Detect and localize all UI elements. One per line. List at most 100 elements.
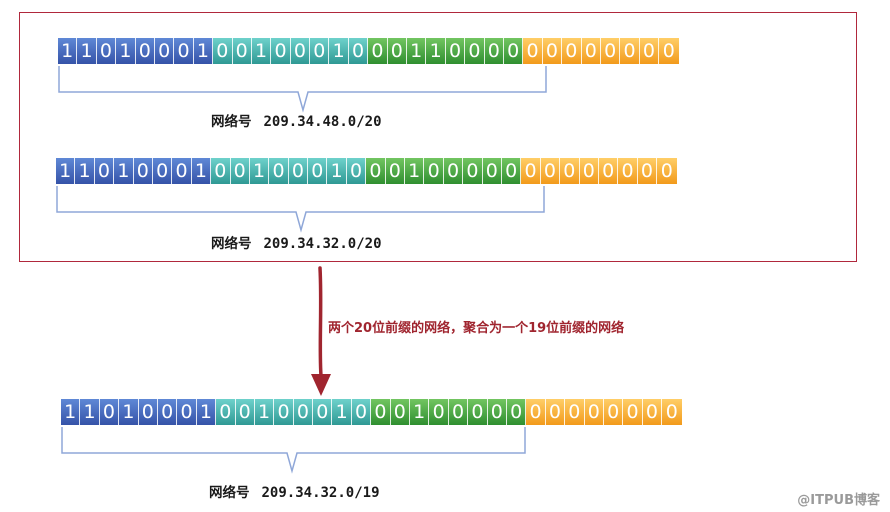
bit-cell: 0 <box>600 38 621 64</box>
bit-cell: 1 <box>254 399 275 425</box>
bit-cell: 0 <box>133 158 153 184</box>
bit-cell: 1 <box>58 38 78 64</box>
bit-cell: 0 <box>484 38 504 64</box>
bit-cell: 1 <box>114 158 134 184</box>
bit-cell: 0 <box>463 158 483 184</box>
bit-cell: 1 <box>196 399 217 425</box>
bit-cell: 0 <box>274 399 294 425</box>
network-number-text-aggregated: 网络号 <box>209 485 250 501</box>
bit-cell: 1 <box>410 399 430 425</box>
bit-cell: 1 <box>332 399 352 425</box>
network-number-text-1: 网络号 <box>211 114 252 130</box>
bit-cell: 0 <box>269 158 289 184</box>
bit-cell: 0 <box>216 399 236 425</box>
bit-cell: 1 <box>56 158 76 184</box>
bit-cell: 1 <box>407 38 427 64</box>
bit-cell: 0 <box>213 38 233 64</box>
bit-cell: 1 <box>116 38 136 64</box>
bit-cell: 0 <box>288 158 309 184</box>
network-address-2: 209.34.32.0/20 <box>263 236 382 252</box>
network-number-text-2: 网络号 <box>211 236 252 252</box>
bit-cell: 0 <box>526 399 546 425</box>
bit-cell: 1 <box>327 158 347 184</box>
prefix-brace-aggregated <box>61 427 526 474</box>
bit-cell: 0 <box>138 399 158 425</box>
bit-cell: 0 <box>172 158 192 184</box>
bit-cell: 0 <box>503 38 524 64</box>
bit-cell: 0 <box>659 38 679 64</box>
network-label-2: 网络号 209.34.32.0/20 <box>211 232 382 252</box>
bit-cell: 0 <box>445 38 466 64</box>
bit-cell: 0 <box>581 38 601 64</box>
bit-cell: 0 <box>157 399 178 425</box>
bit-cell: 0 <box>310 38 330 64</box>
bit-cell: 0 <box>94 158 115 184</box>
bit-cell: 0 <box>387 38 408 64</box>
network-label-aggregated: 网络号 209.34.32.0/19 <box>209 481 380 501</box>
bit-cell: 0 <box>177 399 197 425</box>
bit-cell: 0 <box>424 158 444 184</box>
bit-cell: 0 <box>232 38 252 64</box>
bit-cell: 0 <box>657 158 677 184</box>
bit-cell: 0 <box>565 399 585 425</box>
bit-cell: 0 <box>271 38 291 64</box>
bit-cell: 0 <box>448 399 469 425</box>
bit-cell: 0 <box>521 158 541 184</box>
bit-cell: 0 <box>540 158 561 184</box>
watermark: @ITPUB博客 <box>797 493 880 508</box>
bit-cell: 0 <box>135 38 155 64</box>
bit-cell: 0 <box>562 38 582 64</box>
bit-cell: 0 <box>623 399 643 425</box>
bit-cell: 0 <box>637 158 658 184</box>
bit-cell: 0 <box>542 38 563 64</box>
bit-cell: 0 <box>501 158 522 184</box>
bit-cell: 0 <box>603 399 624 425</box>
bit-cell: 0 <box>584 399 604 425</box>
bit-cell: 1 <box>80 399 100 425</box>
bit-cell: 0 <box>211 158 231 184</box>
bit-cell: 0 <box>235 399 255 425</box>
bit-cell: 0 <box>96 38 117 64</box>
aggregation-source-frame <box>19 12 857 262</box>
bit-cell: 0 <box>639 38 660 64</box>
bit-cell: 1 <box>249 158 270 184</box>
bit-cell: 0 <box>293 399 314 425</box>
bit-cell: 1 <box>61 399 81 425</box>
bit-cell: 0 <box>579 158 599 184</box>
bit-cell: 0 <box>506 399 527 425</box>
bit-cell: 0 <box>598 158 619 184</box>
bit-cell: 1 <box>405 158 425 184</box>
bit-cell: 1 <box>77 38 97 64</box>
bit-cell: 1 <box>193 38 214 64</box>
bit-cell: 0 <box>313 399 333 425</box>
bit-cell: 1 <box>329 38 349 64</box>
bit-cell: 1 <box>119 399 139 425</box>
bit-cell: 0 <box>348 38 369 64</box>
bit-cell: 0 <box>487 399 507 425</box>
bit-cell: 0 <box>154 38 175 64</box>
bit-cell: 0 <box>465 38 485 64</box>
network-label-1: 网络号 209.34.48.0/20 <box>211 110 382 130</box>
bit-cell: 0 <box>346 158 367 184</box>
network-address-1: 209.34.48.0/20 <box>263 114 382 130</box>
bit-cell: 0 <box>620 38 640 64</box>
bit-cell: 0 <box>174 38 194 64</box>
bit-cell: 0 <box>390 399 411 425</box>
bit-cell: 0 <box>366 158 386 184</box>
bit-cell: 0 <box>230 158 250 184</box>
bit-cell: 1 <box>75 158 95 184</box>
bit-cell: 0 <box>371 399 391 425</box>
bit-cell: 0 <box>482 158 502 184</box>
bit-cell: 0 <box>308 158 328 184</box>
bit-cell: 0 <box>290 38 311 64</box>
network-address-aggregated: 209.34.32.0/19 <box>261 485 380 501</box>
bit-cell: 0 <box>545 399 566 425</box>
bit-cell: 0 <box>443 158 464 184</box>
bit-cell: 0 <box>99 399 120 425</box>
aggregation-arrow <box>311 266 331 396</box>
bit-cell: 0 <box>152 158 173 184</box>
bit-cell: 0 <box>351 399 372 425</box>
bit-cell: 1 <box>426 38 446 64</box>
